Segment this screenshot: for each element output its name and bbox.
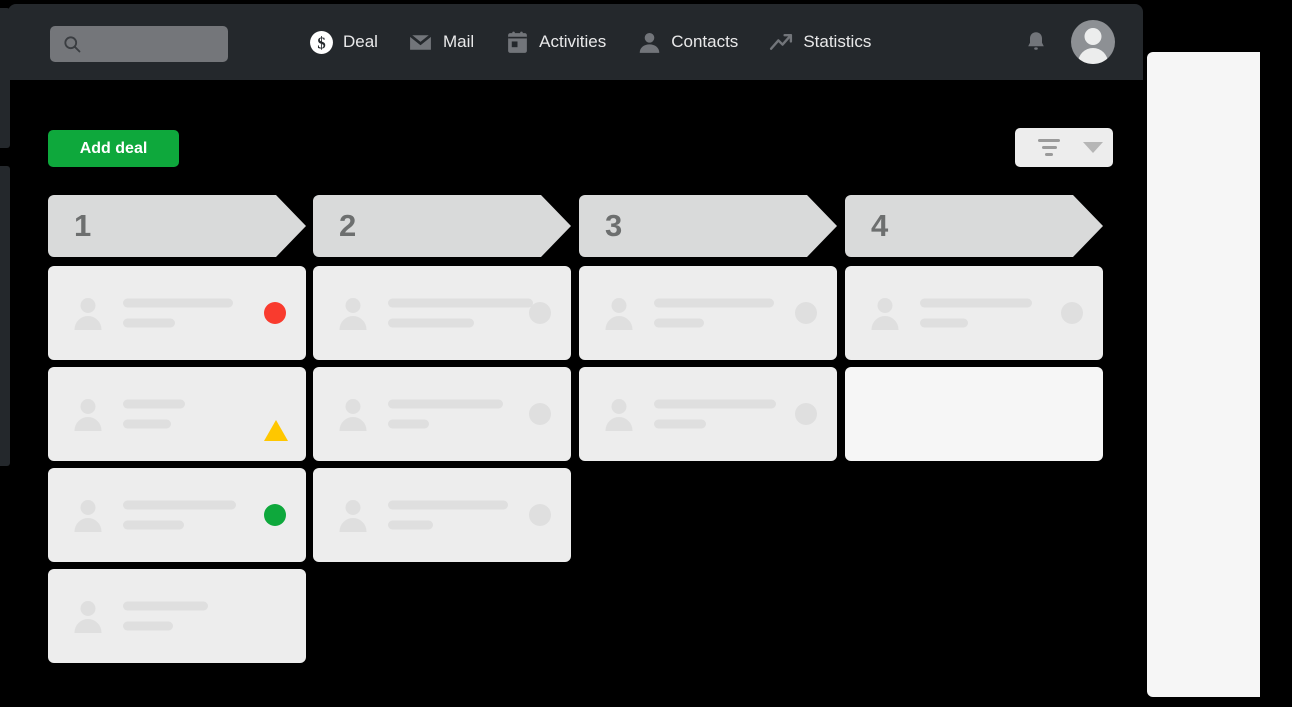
deal-card-placeholder-text [388, 399, 503, 429]
status-badge [795, 403, 817, 425]
stage-label: 4 [871, 208, 889, 243]
stage-label: 3 [605, 208, 623, 243]
contact-avatar-icon [73, 500, 103, 532]
nav-item-statistics[interactable]: Statistics [768, 29, 871, 55]
nav-item-deal[interactable]: $ Deal [308, 29, 378, 55]
board-column-2: 2 [313, 195, 571, 569]
deal-card[interactable] [48, 569, 306, 663]
person-icon [636, 29, 662, 55]
contact-avatar-icon [73, 298, 103, 330]
nav-item-mail[interactable]: Mail [408, 29, 474, 55]
yellow-triangle-icon [264, 403, 288, 441]
trending-up-icon [768, 29, 794, 55]
deal-card-drop-placeholder[interactable] [845, 367, 1103, 461]
deal-card[interactable] [579, 266, 837, 360]
deal-card[interactable] [48, 468, 306, 562]
deal-card-placeholder-text [654, 298, 774, 328]
filter-lines-icon [1037, 137, 1061, 159]
deal-card-placeholder-text [123, 500, 236, 530]
stage-arrow-shape [845, 195, 1103, 257]
board-column-1: 1 [48, 195, 306, 670]
deal-card[interactable] [48, 367, 306, 461]
gray-dot-icon [529, 403, 551, 425]
deal-card-placeholder-text [123, 399, 185, 429]
board-column-4: 4 [845, 195, 1103, 468]
nav-item-contacts[interactable]: Contacts [636, 29, 738, 55]
contact-avatar-icon [604, 298, 634, 330]
stage-arrow-shape [579, 195, 837, 257]
status-badge [264, 302, 286, 324]
add-deal-button[interactable]: Add deal [48, 130, 179, 167]
nav-item-deal-label: Deal [343, 32, 378, 51]
stage-label: 2 [339, 208, 357, 243]
nav-item-mail-label: Mail [442, 32, 475, 51]
board-column-3: 3 [579, 195, 837, 468]
stage-header-2[interactable]: 2 [313, 195, 571, 257]
bell-icon[interactable] [1023, 28, 1049, 56]
contact-avatar-icon [870, 298, 900, 330]
chevron-down-icon [1083, 142, 1103, 153]
left-rail-strip-lower [0, 166, 10, 466]
status-badge [529, 403, 551, 425]
stage-arrow-shape [313, 195, 571, 257]
avatar[interactable] [1071, 20, 1115, 64]
deal-card[interactable] [48, 266, 306, 360]
nav-item-activities-label: Activities [539, 32, 607, 51]
status-badge [529, 302, 551, 324]
status-badge [264, 403, 288, 441]
deal-card-placeholder-text [388, 298, 533, 328]
contact-avatar-icon [73, 399, 103, 431]
nav-item-statistics-label: Statistics [803, 32, 872, 51]
deal-card[interactable] [579, 367, 837, 461]
topbar-right-actions [1023, 4, 1115, 80]
status-badge [1061, 302, 1083, 324]
deal-card[interactable] [313, 266, 571, 360]
contact-avatar-icon [73, 601, 103, 633]
envelope-icon [408, 29, 434, 55]
main-nav: $ Deal Mail [308, 4, 871, 80]
svg-text:$: $ [317, 33, 325, 52]
gray-dot-icon [529, 504, 551, 526]
gray-dot-icon [1061, 302, 1083, 324]
deal-card[interactable] [313, 367, 571, 461]
contact-avatar-icon [338, 500, 368, 532]
search-input[interactable] [50, 26, 228, 62]
left-rail-strip-upper [0, 8, 10, 148]
green-dot-icon [264, 504, 286, 526]
calendar-icon [504, 29, 530, 55]
contact-avatar-icon [338, 298, 368, 330]
status-badge [264, 504, 286, 526]
avatar-head [1084, 28, 1102, 45]
deal-card-placeholder-text [123, 601, 208, 631]
red-dot-icon [264, 302, 286, 324]
gray-dot-icon [529, 302, 551, 324]
contact-avatar-icon [338, 399, 368, 431]
deal-card-placeholder-text [388, 500, 508, 530]
gray-dot-icon [795, 403, 817, 425]
avatar-body [1078, 48, 1108, 64]
gray-dot-icon [795, 302, 817, 324]
deal-card[interactable] [313, 468, 571, 562]
workspace: Add deal 1 [10, 80, 1143, 700]
nav-item-activities[interactable]: Activities [504, 29, 606, 55]
stage-header-1[interactable]: 1 [48, 195, 306, 257]
nav-item-contacts-label: Contacts [671, 32, 739, 51]
status-badge [529, 504, 551, 526]
contact-avatar-icon [604, 399, 634, 431]
stage-arrow-shape [48, 195, 306, 257]
deal-card[interactable] [845, 266, 1103, 360]
board-toolbar: Add deal [48, 128, 1113, 170]
deal-card-placeholder-text [654, 399, 776, 429]
deal-card-placeholder-text [920, 298, 1032, 328]
stage-header-3[interactable]: 3 [579, 195, 837, 257]
top-navigation-bar: $ Deal Mail [8, 4, 1143, 80]
filter-dropdown[interactable] [1015, 128, 1113, 167]
status-badge [795, 302, 817, 324]
stage-header-4[interactable]: 4 [845, 195, 1103, 257]
stage-label: 1 [74, 208, 92, 243]
dollar-coin-icon: $ [308, 29, 334, 55]
search-icon [62, 34, 82, 54]
side-drawer-panel[interactable] [1147, 52, 1260, 697]
deal-card-placeholder-text [123, 298, 233, 328]
